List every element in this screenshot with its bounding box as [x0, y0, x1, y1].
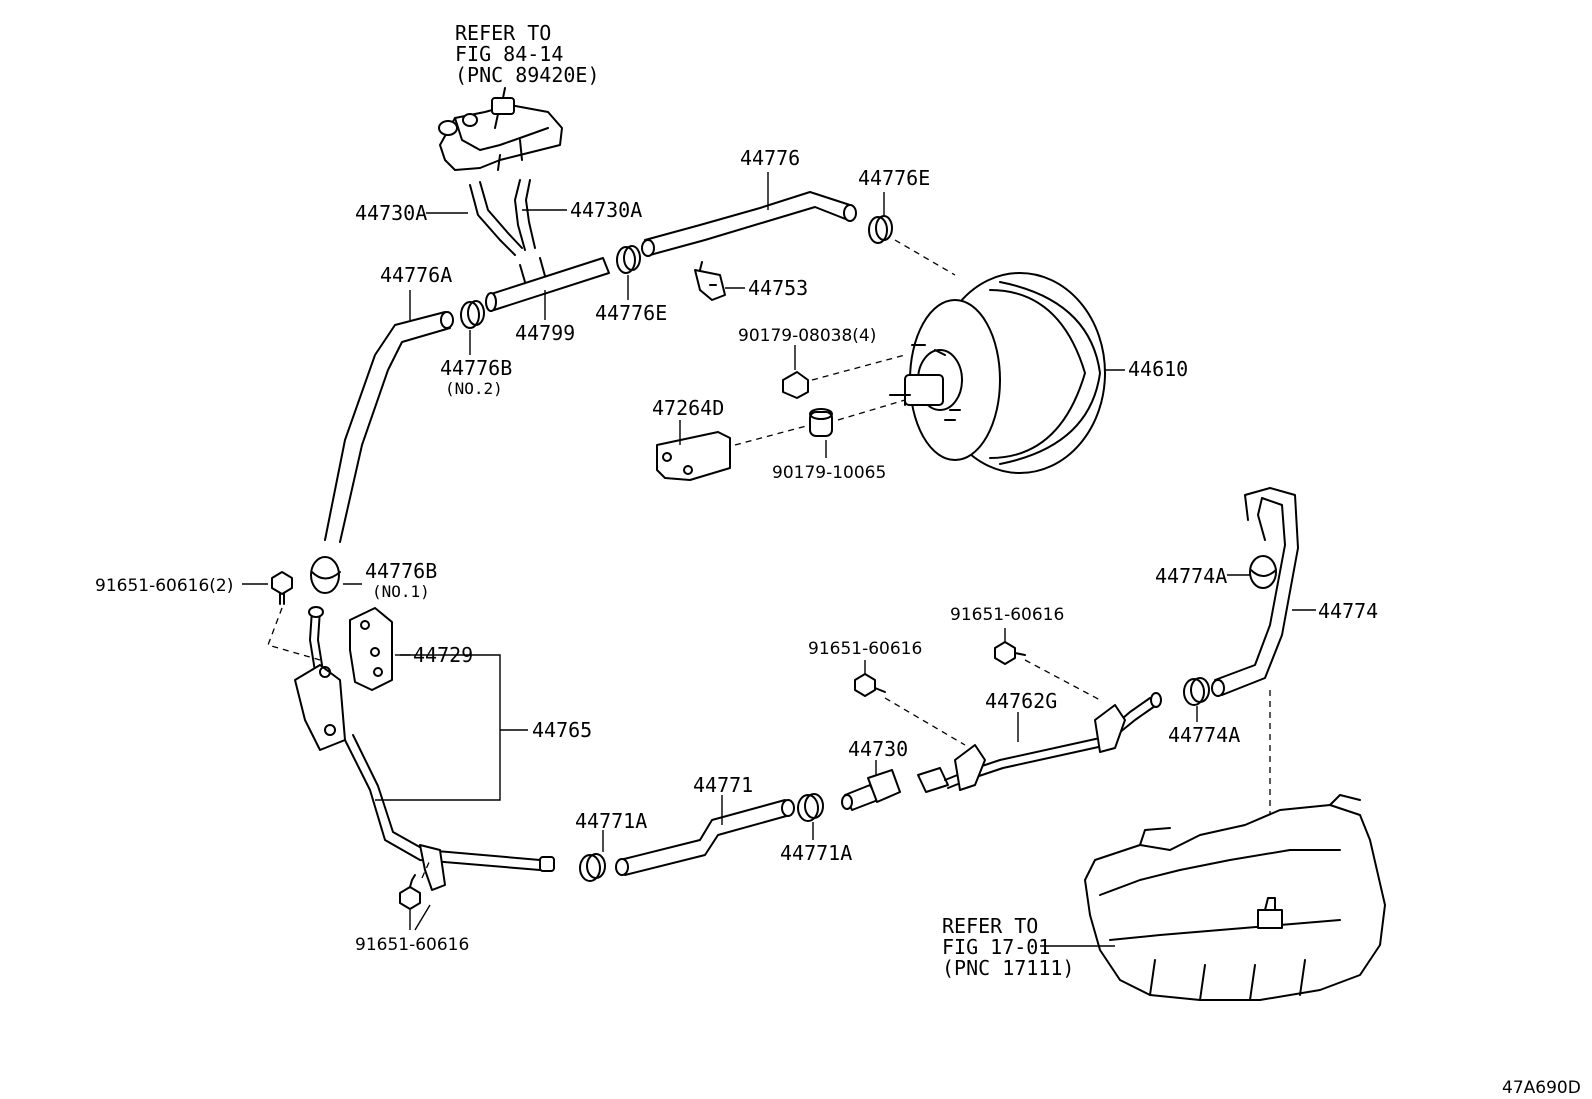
hose-44771: [615, 799, 795, 876]
label-44776B-no2: 44776B: [440, 356, 512, 380]
clamp-44776E-top: [868, 215, 893, 244]
label-44776: 44776: [740, 146, 800, 170]
hose-44776: [641, 191, 857, 257]
bolt-91651-60616-bottom: [399, 874, 421, 910]
reference-fig-84-14-line1: REFER TO: [455, 21, 551, 45]
clamp-44776B-no2: [460, 300, 485, 329]
reference-fig-84-14-part: [438, 87, 563, 171]
label-44771A-right: 44771A: [780, 841, 852, 865]
clamp-44776B-no1: [310, 556, 341, 594]
brake-booster-44610: [889, 272, 1106, 474]
label-44730A-left: 44730A: [355, 201, 427, 225]
label-44762G: 44762G: [985, 689, 1057, 713]
check-valve-44730: [841, 769, 901, 811]
reference-fig-17-01-line2: FIG 17-01: [942, 935, 1050, 959]
hose-44730A-left: [469, 181, 523, 256]
clamp-44771A-right: [797, 793, 824, 822]
label-91651-60616-2: 91651-60616(2): [95, 576, 233, 596]
union-pipe-44799: [485, 257, 610, 312]
label-44776B-no1: 44776B: [365, 559, 437, 583]
label-44774A-bottom: 44774A: [1168, 723, 1240, 747]
label-44771: 44771: [693, 773, 753, 797]
reference-fig-17-01-line3: (PNC 17111): [942, 956, 1074, 980]
bolt-91651-60616-mid-b: [854, 673, 886, 697]
pipe-44762G: [917, 692, 1162, 793]
label-44610: 44610: [1128, 357, 1188, 381]
clamp-44774A-bottom: [1183, 677, 1210, 706]
label-90179-08038: 90179-08038(4): [738, 326, 876, 346]
bolt-91651-60616-mid-a: [994, 641, 1026, 665]
clamp-44771A-left: [579, 853, 606, 882]
label-47264D: 47264D: [652, 396, 724, 420]
label-44753: 44753: [748, 276, 808, 300]
label-91651-60616-bottom: 91651-60616: [355, 935, 469, 955]
gasket-44729: [349, 607, 393, 691]
label-44765: 44765: [532, 718, 592, 742]
nut-90179-08038: [782, 371, 809, 399]
clamp-44774A-top: [1249, 555, 1277, 589]
label-no1: (NO.1): [372, 582, 430, 601]
label-44776E-mid: 44776E: [595, 301, 667, 325]
reference-fig-84-14-line2: FIG 84-14: [455, 42, 563, 66]
clamp-44776E-mid: [616, 245, 641, 274]
label-91651-60616-mid-b: 91651-60616: [808, 639, 922, 659]
label-90179-10065: 90179-10065: [772, 463, 886, 483]
reference-fig-84-14-line3: (PNC 89420E): [455, 63, 600, 87]
label-44771A-left: 44771A: [575, 809, 647, 833]
label-44730A-right: 44730A: [570, 198, 642, 222]
hose-44774: [1211, 487, 1299, 697]
pipe-44765: [294, 606, 555, 891]
label-no2: (NO.2): [445, 379, 503, 398]
hose-44730A-right: [514, 179, 536, 251]
clip-44753: [694, 261, 726, 301]
clevis-47264D: [656, 431, 731, 481]
hose-44776A: [324, 311, 454, 543]
label-44774A-top: 44774A: [1155, 564, 1227, 588]
label-44774: 44774: [1318, 599, 1378, 623]
label-91651-60616-mid-a: 91651-60616: [950, 605, 1064, 625]
label-44799: 44799: [515, 321, 575, 345]
label-44776A: 44776A: [380, 263, 452, 287]
bolt-91651-60616-left: [271, 571, 293, 605]
label-44776E-top: 44776E: [858, 166, 930, 190]
diagram-code: 47A690D: [1502, 1078, 1581, 1098]
intake-manifold-reference: [1084, 794, 1386, 1001]
spacer-90179-10065: [809, 408, 833, 437]
label-44730: 44730: [848, 737, 908, 761]
reference-fig-17-01-line1: REFER TO: [942, 914, 1038, 938]
